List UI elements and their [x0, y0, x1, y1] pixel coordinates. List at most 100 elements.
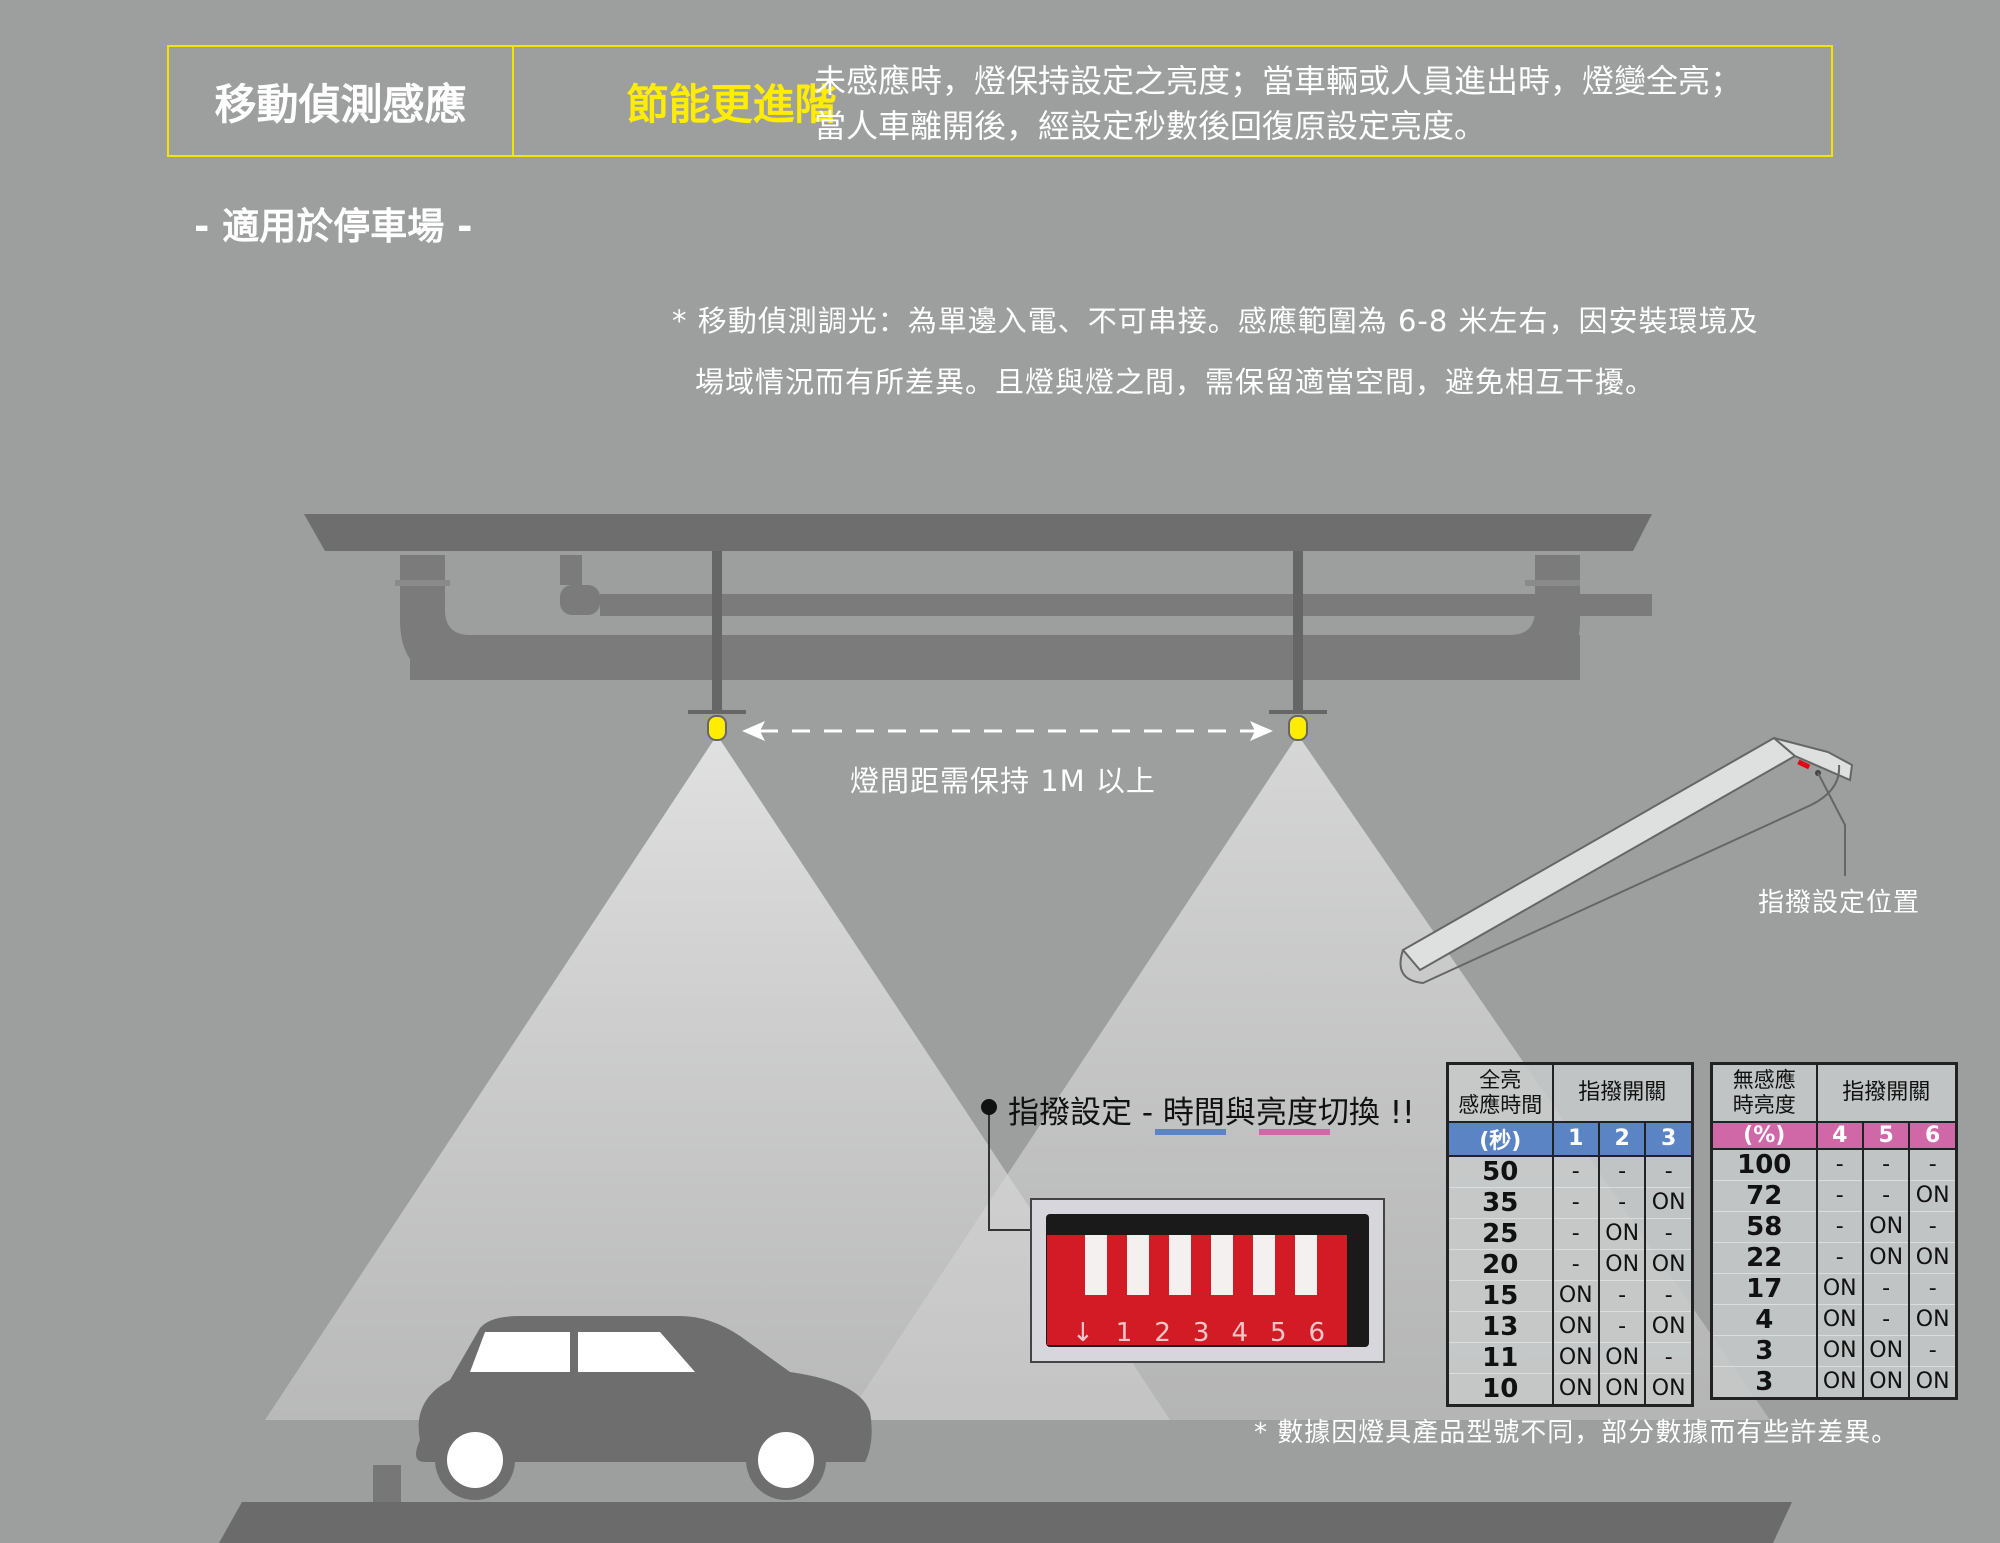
table-row: 50--- — [1446, 1155, 1693, 1188]
table-cell: - — [1644, 1155, 1693, 1188]
dip-switch-photo — [1030, 1198, 1385, 1363]
fixture-illustration — [1399, 736, 1854, 985]
table-cell: 11 — [1446, 1342, 1553, 1374]
switch-number: 3 — [1644, 1121, 1693, 1157]
table-cell: ON — [1908, 1366, 1957, 1399]
table-cell: ON — [1551, 1311, 1599, 1343]
unit-cell: (秒) — [1446, 1121, 1553, 1157]
table-cell: ON — [1861, 1211, 1910, 1243]
spacing-label: 燈間距需保持 1M 以上 — [850, 764, 1156, 798]
table-row: 25-ON- — [1446, 1218, 1693, 1250]
table-cell: - — [1908, 1211, 1957, 1243]
feature-description: 未感應時，燈保持設定之亮度；當車輛或人員進出時，燈變全亮； 當人車離開後，經設定… — [814, 59, 1742, 149]
table-cell: - — [1551, 1249, 1599, 1281]
table-cell: - — [1644, 1218, 1693, 1250]
table-cell: ON — [1597, 1218, 1646, 1250]
switch-number: 4 — [1815, 1121, 1863, 1150]
table-cell: - — [1861, 1148, 1910, 1181]
table-cell: 3 — [1710, 1366, 1817, 1399]
footer-note: * 數據因燈具產品型號不同，部分數據而有些許差異。 — [1254, 1418, 1899, 1448]
table-cell: - — [1815, 1211, 1863, 1243]
dip-label-suffix: 切換 !! — [1317, 1095, 1415, 1131]
table-cell: ON — [1908, 1180, 1957, 1212]
light-cone-left — [265, 735, 1170, 1420]
table-cell: ON — [1861, 1335, 1910, 1367]
table-row: 100--- — [1710, 1148, 1957, 1181]
table-cell: 13 — [1446, 1311, 1553, 1343]
table-cell: 58 — [1710, 1211, 1817, 1243]
table-row: 35--ON — [1446, 1187, 1693, 1219]
table-cell: 20 — [1446, 1249, 1553, 1281]
feature-highlight: 節能更進階 — [626, 79, 837, 129]
car-icon — [416, 1316, 872, 1500]
table-cell: ON — [1644, 1373, 1693, 1406]
table-cell: - — [1861, 1273, 1910, 1305]
fixture-label: 指撥設定位置 — [1758, 888, 1921, 918]
table-cell: ON — [1815, 1273, 1863, 1305]
feature-header: 移動偵測感應 節能更進階 未感應時，燈保持設定之亮度；當車輛或人員進出時，燈變全… — [167, 45, 1833, 157]
table-cell: 3 — [1710, 1335, 1817, 1367]
table-cell: - — [1644, 1342, 1693, 1374]
table-cell: - — [1908, 1335, 1957, 1367]
switch-head: 指撥開關 — [1815, 1063, 1957, 1123]
light-left — [707, 715, 727, 741]
table-cell: ON — [1597, 1342, 1646, 1374]
table-cell: ON — [1551, 1280, 1599, 1312]
light-right — [1288, 715, 1308, 741]
table-cell: - — [1551, 1218, 1599, 1250]
dip-number: 6 — [1308, 1318, 1326, 1348]
switch-number: 6 — [1908, 1121, 1957, 1150]
table-cell: ON — [1597, 1249, 1646, 1281]
table-cell: ON — [1551, 1373, 1599, 1406]
table-cell: 25 — [1446, 1218, 1553, 1250]
table-cell: ON — [1908, 1242, 1957, 1274]
table-cell: - — [1597, 1311, 1646, 1343]
table-cell: ON — [1815, 1304, 1863, 1336]
table-cell: ON — [1644, 1249, 1693, 1281]
feature-title: 移動偵測感應 — [214, 79, 467, 129]
unit-cell: (%) — [1710, 1121, 1817, 1150]
dip-label-brightness: 亮度 — [1255, 1095, 1318, 1131]
dip-number: 2 — [1154, 1318, 1171, 1348]
table-cell: ON — [1815, 1335, 1863, 1367]
table-row: 58-ON- — [1710, 1211, 1957, 1243]
table-cell: ON — [1644, 1187, 1693, 1219]
table-cell: ON — [1861, 1242, 1910, 1274]
switch-head: 指撥開關 — [1551, 1063, 1693, 1123]
table-cell: - — [1815, 1180, 1863, 1212]
table-cell: ON — [1908, 1304, 1957, 1336]
table-cell: - — [1597, 1280, 1646, 1312]
table-cell: ON — [1597, 1373, 1646, 1406]
table-cell: 50 — [1446, 1155, 1553, 1188]
ceiling — [304, 514, 1652, 551]
table-head: 無感應時亮度 — [1710, 1063, 1817, 1123]
table-cell: - — [1597, 1155, 1646, 1188]
description-line: 未感應時，燈保持設定之亮度；當車輛或人員進出時，燈變全亮； — [814, 62, 1743, 100]
table-cell: - — [1551, 1187, 1599, 1219]
table-cell: ON — [1551, 1342, 1599, 1374]
table-cell: ON — [1815, 1366, 1863, 1399]
table-cell: - — [1551, 1155, 1599, 1188]
table-cell: - — [1644, 1280, 1693, 1312]
table-cell: - — [1861, 1304, 1910, 1336]
table-cell: - — [1815, 1148, 1863, 1181]
rod-right — [1293, 551, 1303, 711]
table-cell: ON — [1644, 1311, 1693, 1343]
dip-number: 5 — [1269, 1318, 1287, 1348]
table-cell: 72 — [1710, 1180, 1817, 1212]
subtitle: - 適用於停車場 - — [194, 205, 473, 248]
table-cell: - — [1597, 1187, 1646, 1219]
dip-number: 3 — [1192, 1318, 1210, 1348]
